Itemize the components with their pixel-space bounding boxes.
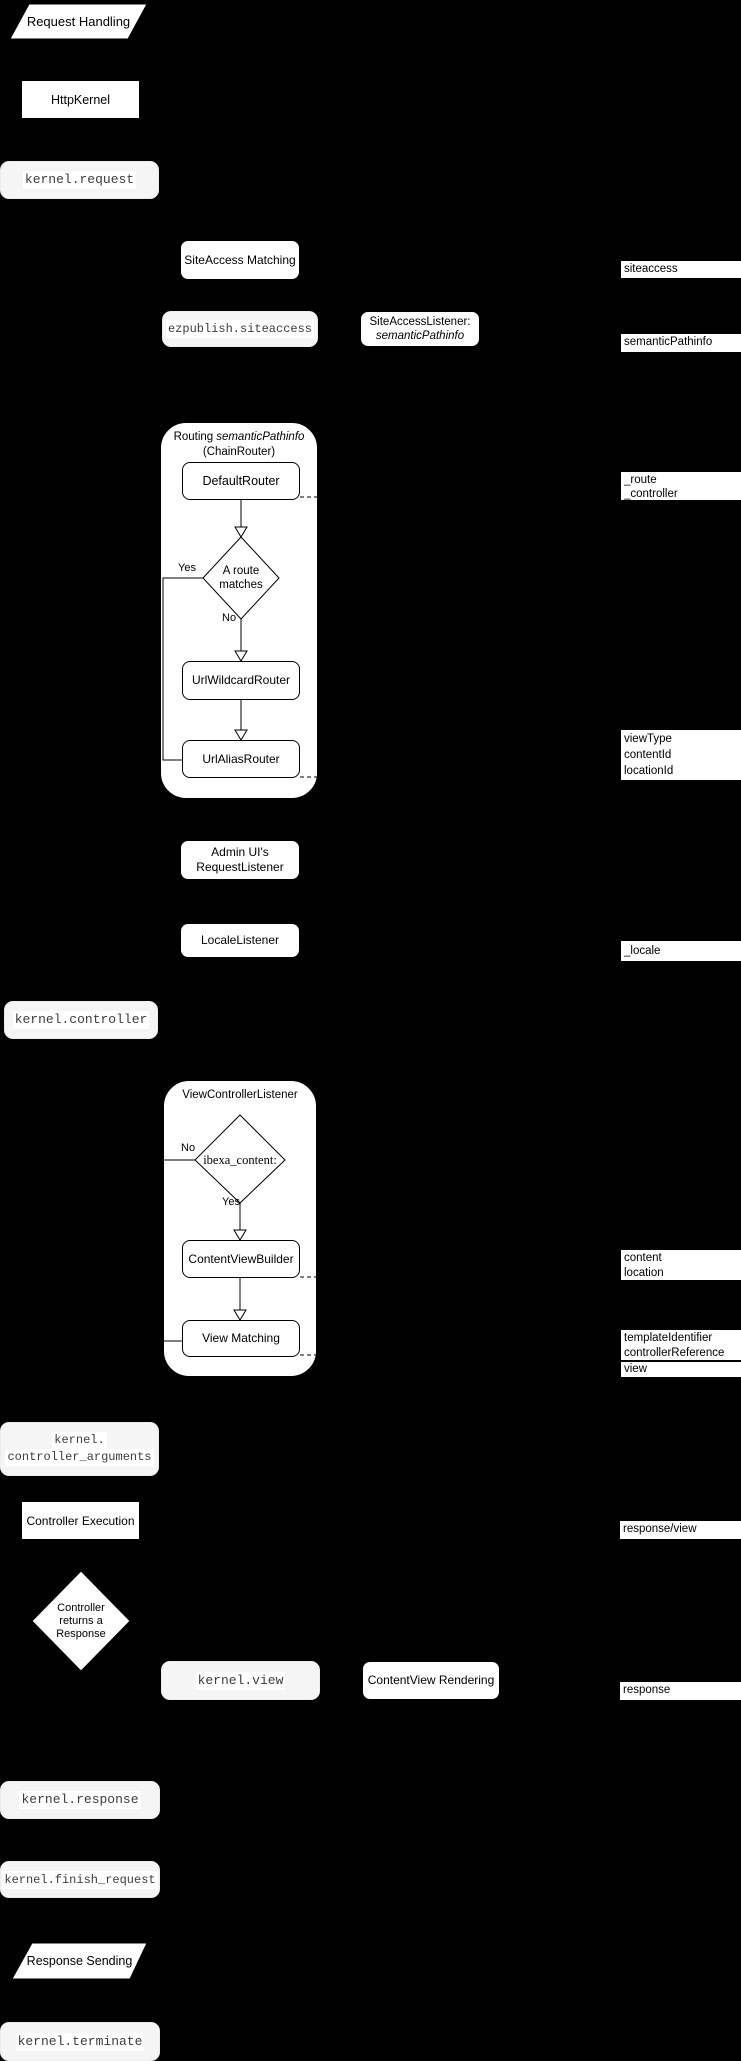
semantic-pathinfo-output-label: semanticPathinfo [621, 334, 741, 352]
siteaccess-matching-box: SiteAccess Matching [180, 240, 300, 280]
locale-listener-box: LocaleListener [180, 923, 300, 958]
url-wildcard-router-box: UrlWildcardRouter [182, 661, 300, 700]
url-alias-router-box: UrlAliasRouter [182, 740, 300, 778]
kernel-controller-arguments-event: kernel. controller_arguments [0, 1422, 159, 1476]
default-router-box: DefaultRouter [182, 462, 300, 500]
siteaccess-output-label: siteaccess [621, 261, 741, 278]
admin-ui-request-listener-box: Admin UI's RequestListener [180, 840, 300, 880]
http-kernel-box: HttpKernel [21, 80, 140, 119]
yes-branch-label: Yes [178, 562, 196, 574]
template-refs-output-label: templateIdentifier controllerReference [621, 1330, 741, 1360]
kernel-controller-event: kernel.controller [4, 1001, 158, 1039]
response-sending-label: Response Sending [26, 1954, 133, 1968]
route-controller-output-label: _route _controller [621, 472, 741, 500]
no-branch-label-vcl: No [181, 1142, 196, 1154]
arrowhead-decision [234, 526, 248, 538]
kernel-view-event: kernel.view [161, 1661, 320, 1700]
response-sending-shape [11, 1942, 148, 1980]
kernel-finish-request-event: kernel.finish_request [0, 1861, 160, 1898]
kernel-request-event: kernel.request [0, 161, 159, 199]
view-matching-box: View Matching [182, 1320, 300, 1357]
kernel-terminate-event: kernel.terminate [0, 2022, 160, 2061]
no-branch-label: No [222, 612, 237, 624]
view-output-label: view [621, 1362, 741, 1377]
ezpublish-siteaccess-event: ezpublish.siteaccess [162, 311, 318, 347]
arrowhead-builder [233, 1229, 247, 1241]
controller-returns-diamond [31, 1570, 131, 1672]
kernel-response-event: kernel.response [0, 1781, 160, 1819]
controller-returns-diamond-text: Controller returns a Response [56, 1601, 106, 1640]
arrowhead-wildcard [234, 650, 248, 662]
ibexa-content-diamond-text: ibexa_content: [203, 1153, 277, 1167]
arrowhead-alias [234, 729, 248, 741]
content-location-output-label: content location [621, 1250, 741, 1280]
content-view-builder-box: ContentViewBuilder [182, 1240, 300, 1278]
request-handling-label: Request Handling [26, 14, 131, 29]
content-view-rendering-box: ContentView Rendering [362, 1661, 500, 1700]
yes-branch-line [162, 577, 203, 761]
siteaccess-listener-box: SiteAccessListener: semanticPathinfo [360, 311, 480, 347]
yes-branch-label-vcl: Yes [222, 1196, 240, 1208]
view-params-output-label: viewType contentId locationId [621, 730, 741, 780]
request-handling-shape [9, 3, 148, 40]
response-output-label: response [620, 1682, 741, 1700]
arrowhead-matching [233, 1309, 247, 1321]
locale-output-label: _locale [621, 941, 741, 961]
response-view-output-label: response/view [620, 1521, 741, 1539]
route-matches-diamond-text: A route matches [219, 565, 263, 591]
controller-execution-box: Controller Execution [21, 1501, 140, 1540]
view-controller-listener-title: ViewControllerListener [182, 1089, 298, 1101]
